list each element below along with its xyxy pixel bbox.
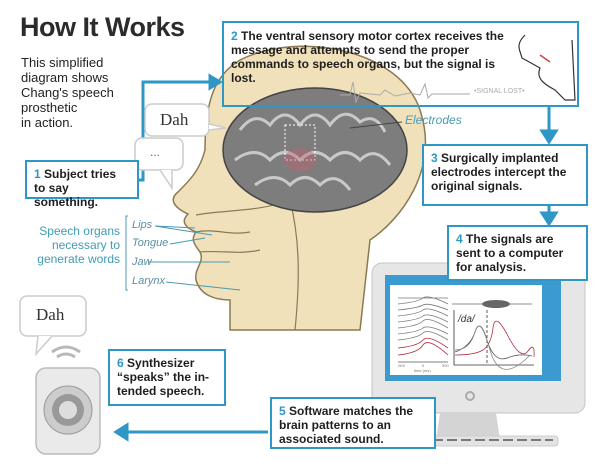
organ-label-tongue: Tongue <box>132 237 169 249</box>
step-number: 2 <box>231 29 238 43</box>
step-number: 4 <box>456 232 463 246</box>
intro-line: prosthetic <box>21 100 78 115</box>
brain <box>222 87 408 213</box>
step-2-box: 2 The ventral sensory motor cortex recei… <box>222 21 579 107</box>
page-title: How It Works <box>20 12 185 42</box>
organ-label-larynx: Larynx <box>132 275 166 287</box>
intro-text: This simplified diagram shows Chang's sp… <box>21 55 141 130</box>
step-text: Subject tries to say something. <box>34 167 117 209</box>
speech-bubble-dots <box>134 137 184 191</box>
speaker <box>35 345 101 455</box>
thought-bubble-text: Dah <box>160 110 189 129</box>
step-5-box: 5 Software matches the brain patterns to… <box>270 397 436 449</box>
step-text: The ventral sensory motor cortex receive… <box>231 29 504 85</box>
step-number: 5 <box>279 404 286 418</box>
x-tick: 0 <box>422 363 425 368</box>
intro-line: This simplified <box>21 55 104 70</box>
step-text: Synthesizer “speaks” the in-tended speec… <box>117 356 210 398</box>
speech-organs-heading: Speech organs necessary to generate word… <box>37 224 120 266</box>
signal-lost-label: •SIGNAL LOST• <box>474 88 525 95</box>
step-3-box: 3 Surgically implanted electrodes interc… <box>422 144 588 206</box>
thought-bubble-dah <box>144 103 227 137</box>
electrodes-label: Electrodes <box>405 113 462 127</box>
step-1-box: 1 Subject tries to say something. <box>25 160 139 209</box>
x-tick: 500 <box>442 363 449 368</box>
step-4-box: 4 The signals are sent to a computer for… <box>447 225 588 281</box>
organ-label-jaw: Jaw <box>132 256 152 268</box>
step-text: Software matches the brain patterns to a… <box>279 404 414 446</box>
electrode-grid <box>284 124 316 161</box>
x-tick: -500 <box>397 363 406 368</box>
step-text: Surgically implanted electrodes intercep… <box>431 151 567 193</box>
speech-bubble-dots-text: ... <box>150 145 161 159</box>
x-axis-label: time (ms) <box>414 368 431 373</box>
plot-label: /da/ <box>458 314 475 325</box>
step-number: 6 <box>117 356 124 370</box>
signal-trace <box>340 81 470 104</box>
computer-monitor <box>371 262 586 447</box>
step-number: 1 <box>34 167 41 181</box>
step-text: The signals are sent to a computer for a… <box>456 232 564 274</box>
speaker-bubble <box>19 295 87 357</box>
intro-line: diagram shows <box>21 70 109 85</box>
intro-line: Chang's speech <box>21 85 114 100</box>
speaker-bubble-text: Dah <box>36 305 65 324</box>
step-number: 3 <box>431 151 438 165</box>
step-6-box: 6 Synthesizer “speaks” the in-tended spe… <box>108 349 226 406</box>
organ-label-lips: Lips <box>132 219 153 231</box>
intro-line: in action. <box>21 115 74 130</box>
